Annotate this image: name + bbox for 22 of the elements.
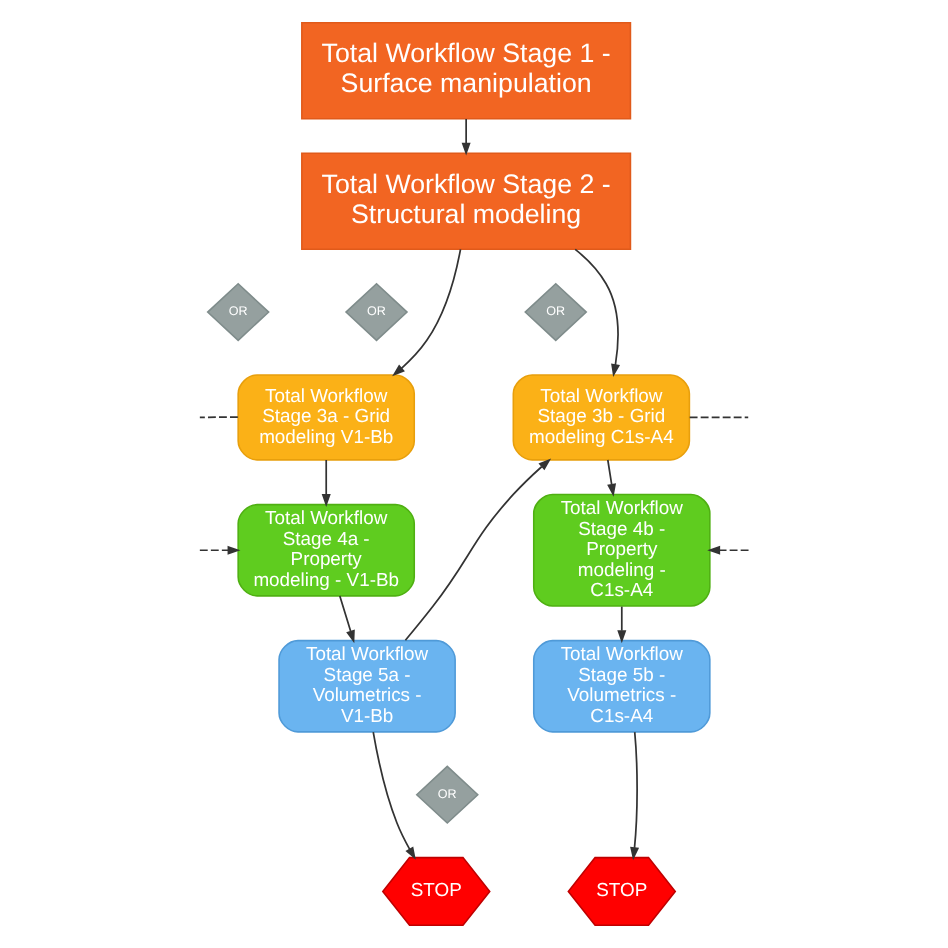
arrow (338, 595, 355, 644)
node-box: Total Workflow Stage 2 - Structural modeling (301, 152, 632, 250)
arrow (392, 248, 462, 377)
node-box: Total Workflow Stage 5a - Volumetrics - V1-Bb (278, 639, 456, 733)
arrow (372, 731, 416, 860)
node-box: Total Workflow Stage 4a - Property modeling - V1-Bb (237, 503, 416, 597)
arrow (461, 118, 471, 156)
arrow (707, 545, 750, 555)
connector (199, 416, 239, 419)
arrow (404, 458, 552, 642)
arrow (321, 459, 331, 507)
connector (688, 416, 750, 419)
node-box: Total Workflow Stage 3a - Grid modeling V1-Bb (237, 374, 416, 461)
arrow (630, 731, 640, 861)
node-box: Total Workflow Stage 4b - Property modeling - C1s-A4 (532, 493, 711, 607)
arrow (606, 459, 617, 497)
arrow (574, 248, 620, 377)
arrow (617, 605, 627, 644)
arrow (199, 545, 241, 555)
node-box: Total Workflow Stage 1 - Surface manipulation (301, 21, 632, 120)
node-box: Total Workflow Stage 5b - Volumetrics - C1s-A4 (532, 639, 711, 733)
node-box: Total Workflow Stage 3b - Grid modeling C1s-A4 (512, 374, 691, 461)
